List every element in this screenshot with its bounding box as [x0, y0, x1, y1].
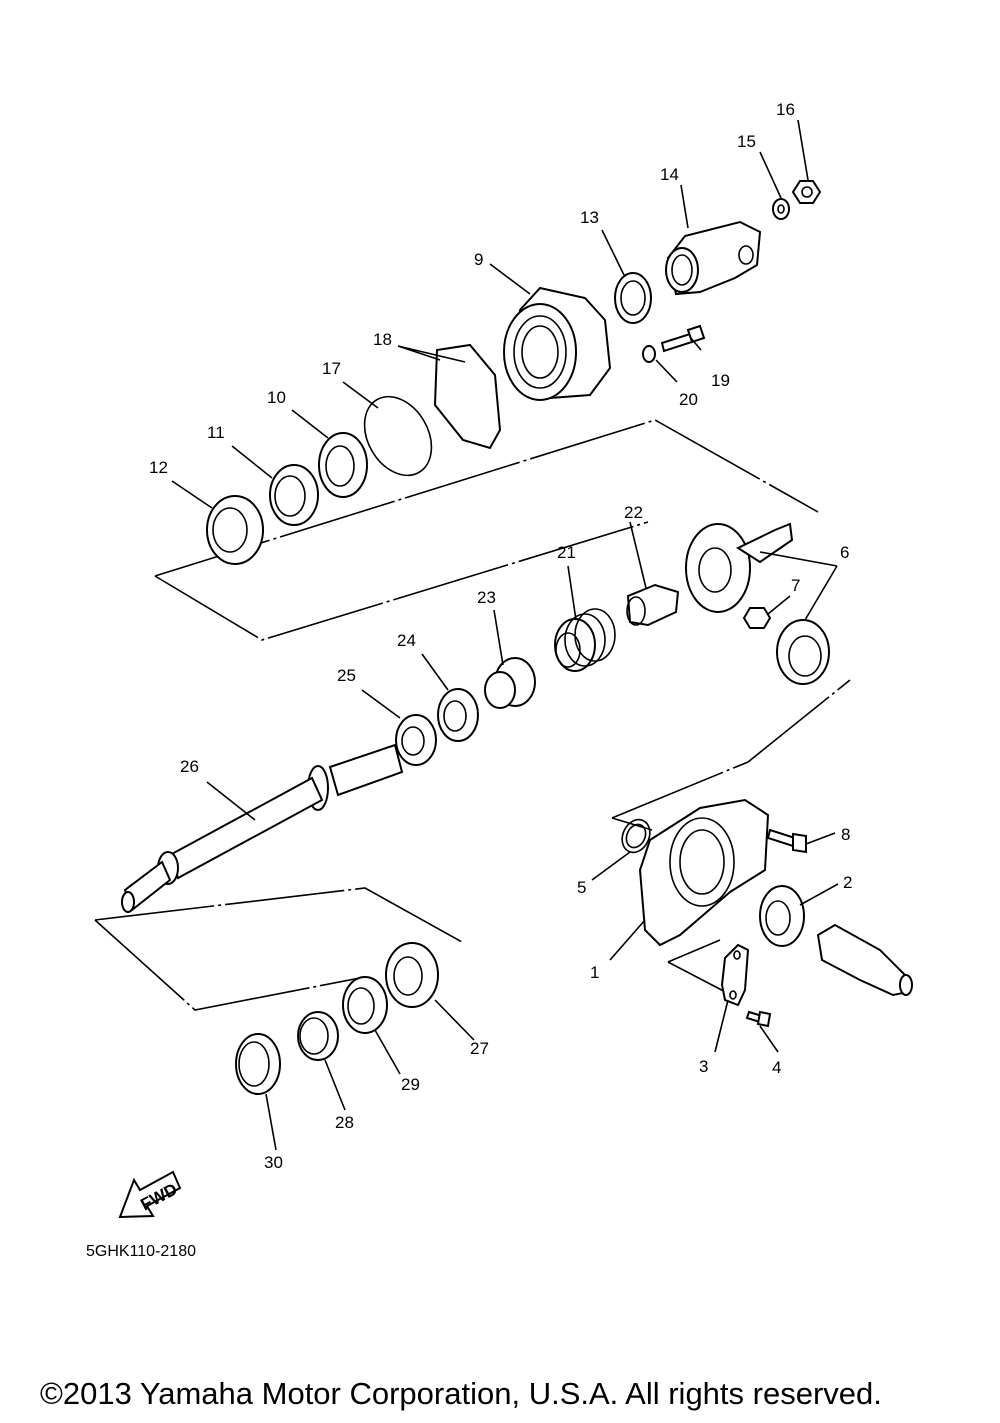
part-label-11: 11	[207, 423, 225, 442]
part-18-shim	[433, 343, 502, 450]
part-label-27: 27	[470, 1039, 489, 1058]
part-11-ring-nut	[269, 464, 319, 526]
part-6-gear-set	[685, 522, 830, 685]
part-label-29: 29	[401, 1075, 420, 1094]
part-label-12: 12	[149, 458, 168, 477]
part-number-labels: 1 2 3 4 5 6 7 8 9 10 11 12 13 14 15 16 1…	[149, 100, 852, 1172]
part-16-nut	[791, 180, 822, 204]
part-label-19: 19	[711, 371, 730, 390]
part-label-22: 22	[624, 503, 643, 522]
group-outline-lower-right	[611, 679, 851, 998]
part-label-16: 16	[776, 100, 795, 119]
part-label-9: 9	[474, 250, 483, 269]
part-9-bearing-housing	[503, 286, 612, 401]
part-label-23: 23	[477, 588, 496, 607]
part-20-washer	[642, 345, 656, 363]
part-label-13: 13	[580, 208, 599, 227]
part-label-21: 21	[557, 543, 576, 562]
part-10-bearing	[318, 432, 368, 498]
part-25-bearing	[395, 714, 437, 766]
copyright-notice: ©2013 Yamaha Motor Corporation, U.S.A. A…	[40, 1376, 882, 1411]
leader-lines	[171, 119, 839, 1151]
part-label-10: 10	[267, 388, 286, 407]
part-label-15: 15	[737, 132, 756, 151]
part-label-4: 4	[772, 1058, 781, 1077]
part-label-3: 3	[699, 1057, 708, 1076]
group-outline-lower-left	[94, 887, 463, 1011]
part-21-spring	[554, 608, 616, 672]
fwd-arrow: FWD	[118, 1170, 182, 1219]
part-label-2: 2	[843, 873, 852, 892]
part-14-yoke	[665, 220, 762, 296]
part-30-oil-seal	[235, 1033, 281, 1095]
part-label-14: 14	[660, 165, 679, 184]
part-label-24: 24	[397, 631, 416, 650]
part-23-collar	[484, 657, 536, 709]
part-13-oil-seal	[614, 272, 652, 324]
part-label-30: 30	[264, 1153, 283, 1172]
part-24-bearing	[437, 688, 479, 742]
part-26-shaft	[121, 743, 404, 913]
diagram-code: 5GHK110-2180	[86, 1243, 196, 1260]
part-5-o-ring	[621, 818, 651, 854]
input-shaft	[816, 923, 913, 997]
part-label-8: 8	[841, 825, 850, 844]
part-19-bolt	[660, 324, 706, 353]
part-27-bearing	[385, 942, 439, 1008]
part-label-18: 18	[373, 330, 392, 349]
part-2-bearing	[759, 885, 805, 947]
part-15-washer	[772, 198, 790, 220]
part-12-oil-seal	[206, 495, 264, 565]
part-7-nut	[742, 607, 772, 629]
part-label-6: 6	[840, 543, 849, 562]
part-label-26: 26	[180, 757, 199, 776]
part-label-25: 25	[337, 666, 356, 685]
part-17-o-ring	[363, 395, 433, 477]
part-8-bolt	[766, 828, 807, 854]
part-label-17: 17	[322, 359, 341, 378]
part-1-bearing-housing	[638, 798, 770, 947]
part-label-20: 20	[679, 390, 698, 409]
part-label-7: 7	[791, 576, 800, 595]
part-3-plate	[720, 943, 750, 1007]
part-label-5: 5	[577, 878, 586, 897]
part-label-1: 1	[590, 963, 599, 982]
part-29-ring-nut	[342, 976, 388, 1034]
part-label-28: 28	[335, 1113, 354, 1132]
part-4-screw	[745, 1010, 772, 1028]
group-outline-upper	[154, 419, 819, 641]
part-28-collar	[297, 1011, 339, 1061]
part-22-damper-cam	[626, 583, 680, 627]
